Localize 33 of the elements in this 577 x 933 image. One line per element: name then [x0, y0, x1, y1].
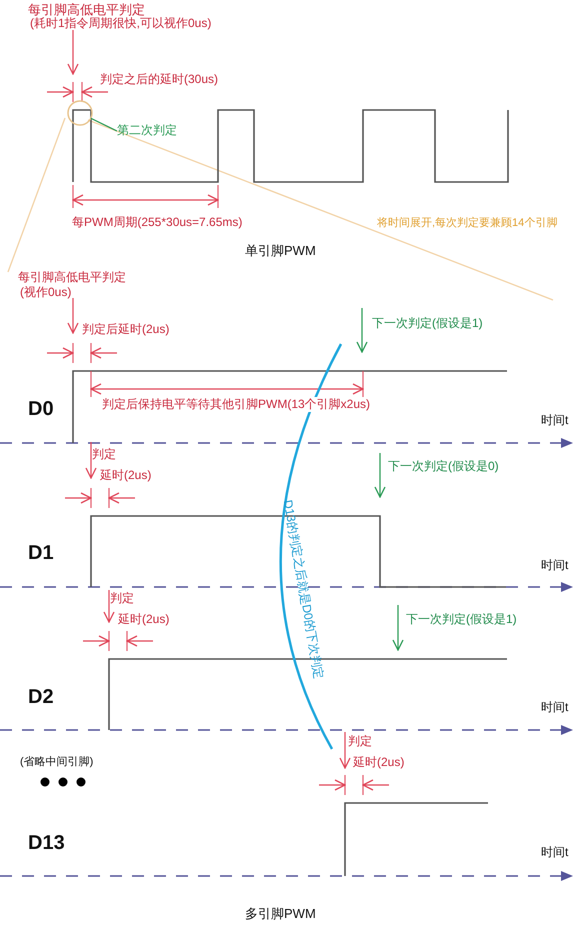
note: 判定: [110, 591, 134, 606]
pin-name: D1: [28, 542, 54, 565]
dimension-label: 每PWM周期(255*30us=7.65ms): [72, 215, 242, 230]
dimension-label: 判定后保持电平等待其他引脚PWM(13个引脚x2us): [100, 397, 372, 412]
note: (耗时1指令周期很快,可以视作0us): [30, 16, 212, 31]
axis-label: 时间t: [541, 558, 568, 573]
caption: 多引脚PWM: [245, 906, 316, 922]
note: 判定: [348, 734, 372, 749]
zoom-circle: [67, 100, 93, 126]
note: 下一次判定(假设是1): [406, 612, 517, 627]
dimension-label: 延时(2us): [118, 612, 170, 627]
pin-name: D2: [28, 686, 54, 709]
dimension-label: 延时(2us): [353, 755, 404, 770]
dimension-label: 判定后延时(2us): [82, 322, 170, 337]
leader-line: [90, 118, 118, 132]
caption: 单引脚PWM: [245, 243, 316, 259]
dimension-label: 延时(2us): [100, 468, 152, 483]
axis-label: 时间t: [541, 700, 568, 715]
note: 判定: [92, 447, 116, 462]
note: 每引脚高低电平判定: [28, 2, 145, 17]
axis-label: 时间t: [541, 845, 568, 860]
axis-label: 时间t: [541, 413, 568, 428]
annotation-text: 第二次判定: [117, 123, 177, 137]
pin-name: D13: [28, 832, 65, 855]
note: 每引脚高低电平判定: [18, 270, 126, 285]
note: 将时间展开,每次判定要兼顾14个引脚: [377, 216, 558, 230]
note: (省略中间引脚): [20, 755, 94, 769]
note: (视作0us): [20, 285, 72, 300]
curve-label: D13的判定之后就是D0的下次判定: [280, 498, 328, 682]
pin-name: D0: [28, 398, 54, 421]
dimension-label: 判定之后的延时(30us): [100, 72, 218, 87]
note: 下一次判定(假设是0): [388, 459, 499, 474]
note: 下一次判定(假设是1): [372, 316, 483, 331]
